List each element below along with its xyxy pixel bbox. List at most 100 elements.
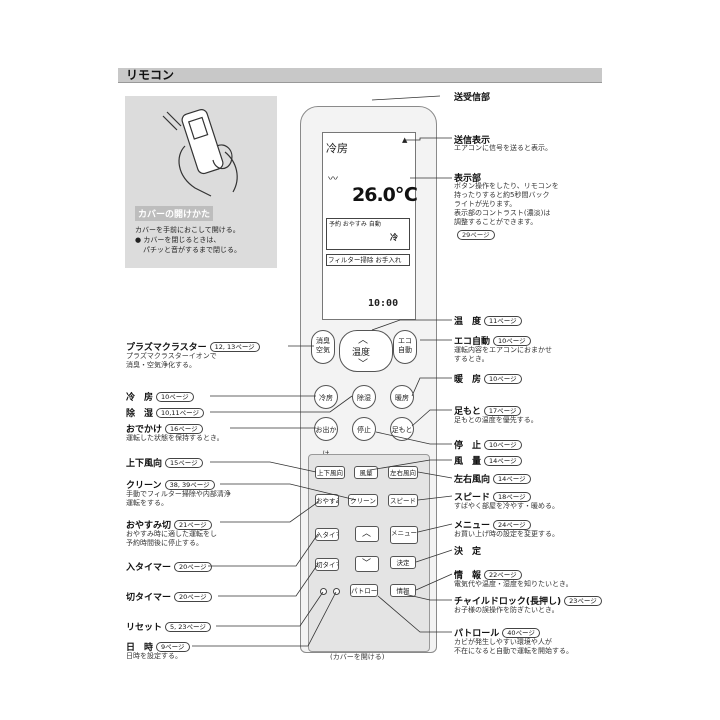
label-clock-title: 日 時 [126, 643, 154, 653]
page-ref-cool: 10ページ [156, 392, 194, 402]
leftright-direction-button[interactable]: 左右風向 [388, 466, 418, 479]
cover-open-area [308, 454, 430, 652]
clean-label: クリーン [350, 497, 376, 505]
desc-eco-2: するとき。 [454, 355, 489, 363]
on-timer-label: 入タイマー [316, 531, 338, 539]
label-send-receive: 送受信部 [454, 93, 491, 103]
page-ref-reset: 5, 23ページ [165, 622, 211, 632]
sleep-button[interactable]: おやすみ [315, 494, 339, 507]
on-timer-button[interactable]: 入タイマー [315, 528, 339, 541]
screen-filter-text: フィルター掃除 お手入れ [328, 256, 402, 264]
desc-send-display: エアコンに信号を送ると表示。 [454, 144, 552, 152]
page-ref-eco: 10ページ [493, 336, 531, 346]
menu-button[interactable]: メニュー [390, 526, 418, 544]
clean-button[interactable]: クリーン [348, 494, 378, 507]
updown-direction-button[interactable]: 上下風向 [315, 466, 345, 479]
feet-button-label: 足もと [391, 426, 413, 434]
clock-dot[interactable] [333, 588, 340, 595]
page-ref-display: 29ページ [457, 230, 495, 240]
label-dry-title: 除 湿 [126, 409, 154, 419]
label-away-title: おでかけ [126, 425, 163, 435]
desc-speed: すばやく部屋を冷やす・暖める。 [454, 502, 559, 510]
dry-button[interactable]: 除湿 [352, 385, 376, 409]
page-ref-plasma: 12, 13ページ [209, 342, 260, 352]
stop-button[interactable]: 停止 [352, 417, 376, 441]
label-cool-title: 冷 房 [126, 393, 154, 403]
feet-button[interactable]: 足もと [390, 417, 414, 441]
chevron-up-icon[interactable]: ︿ [358, 335, 368, 346]
section-title: リモコン [126, 68, 175, 82]
fan-speed-button[interactable]: 風量 [354, 466, 378, 479]
temperature-rocker[interactable]: ︿ 温度 ﹀ [339, 330, 393, 372]
desc-display-2: 持ったりすると約5秒間バック [454, 191, 550, 199]
reset-dot[interactable] [320, 588, 327, 595]
page-ref-feet: 17ページ [483, 406, 522, 416]
page-ref-temp: 11ページ [484, 316, 522, 326]
page-ref-patrol: 40ページ [502, 628, 540, 638]
label-sleep-title: おやすみ切 [126, 521, 172, 531]
label-patrol-title: パトロール [454, 629, 500, 639]
heat-button-label: 暖房 [395, 394, 409, 402]
desc-eco-1: 運転内容をエアコンにおまかせ [454, 346, 552, 354]
label-feet-title: 足もと [454, 407, 481, 417]
heat-button[interactable]: 暖房 [390, 385, 414, 409]
eco-button-label: エコ 自動 [398, 337, 412, 354]
screen-temperature: 26.0℃ [352, 184, 418, 206]
desc-away: 運転した状態を保持するとき。 [126, 434, 224, 442]
page-ref-on-timer: 20ページ [174, 562, 212, 572]
screen-status-grid [326, 218, 410, 250]
desc-child: お子様の誤操作を防ぎたいとき。 [454, 606, 559, 614]
desc-display-4: 表示部のコントラスト(濃淡)は [454, 209, 551, 217]
desc-plasma-1: プラズマクラスターイオンで [126, 352, 217, 360]
desc-clock: 日時を設定する。 [126, 652, 182, 660]
screen-grid-top: 予約 おやすみ 自動 [329, 221, 381, 228]
page-ref-sleep: 21ページ [174, 520, 212, 530]
label-display: 表示部 [454, 174, 482, 184]
dry-button-label: 除湿 [357, 394, 371, 402]
label-info-title: 情 報 [454, 571, 482, 581]
label-menu-title: メニュー [454, 521, 491, 531]
up-arrow-button[interactable]: ︿ [355, 526, 379, 542]
panel-line-3: パチッと音がするまで閉じる。 [143, 246, 241, 254]
set-button[interactable]: 決定 [390, 556, 416, 569]
updown-label: 上下風向 [317, 469, 343, 477]
leftright-label: 左右風向 [390, 469, 416, 477]
eco-auto-button[interactable]: エコ 自動 [393, 330, 417, 364]
hand-holding-remote-illustration [162, 109, 238, 197]
page-ref-menu: 24ページ [493, 520, 531, 530]
cover-open-note: (カバーを開ける) [330, 653, 385, 661]
label-child: チャイルドロック(長押し)23ページ [454, 594, 602, 607]
down-arrow-button[interactable]: ﹀ [355, 556, 379, 572]
chevron-down-icon[interactable]: ﹀ [358, 359, 368, 370]
page-ref-away: 16ページ [165, 424, 203, 434]
plasmacluster-button[interactable]: 消臭 空気 [311, 330, 335, 364]
label-clean-title: クリーン [126, 481, 162, 491]
fan-icon: 〰 [328, 174, 338, 185]
cover-instruction-panel: カバーの開けかた カバーを手前におこして開ける。 ● カバーを閉じるときは、 パ… [125, 96, 277, 268]
desc-sleep-2: 予約時間後に停止する。 [126, 539, 203, 547]
cool-button[interactable]: 冷房 [314, 385, 338, 409]
desc-feet: 足もとの温度を優先する。 [454, 416, 538, 424]
patrol-button[interactable]: パトロール [350, 584, 378, 597]
off-timer-button[interactable]: 切タイマー [315, 558, 339, 571]
page-ref-stop: 10ページ [484, 440, 522, 450]
stop-button-label: 停止 [357, 426, 371, 434]
temperature-label: 温度 [352, 348, 371, 358]
fanspeed-label: 風量 [359, 469, 373, 477]
label-off-timer-title: 切タイマー [126, 593, 172, 603]
label-stop-title: 停 止 [454, 441, 482, 451]
speed-button[interactable]: スピード [388, 494, 418, 507]
info-button[interactable]: 情報 [390, 584, 416, 597]
label-plasma-title: プラズマクラスター [126, 343, 207, 353]
